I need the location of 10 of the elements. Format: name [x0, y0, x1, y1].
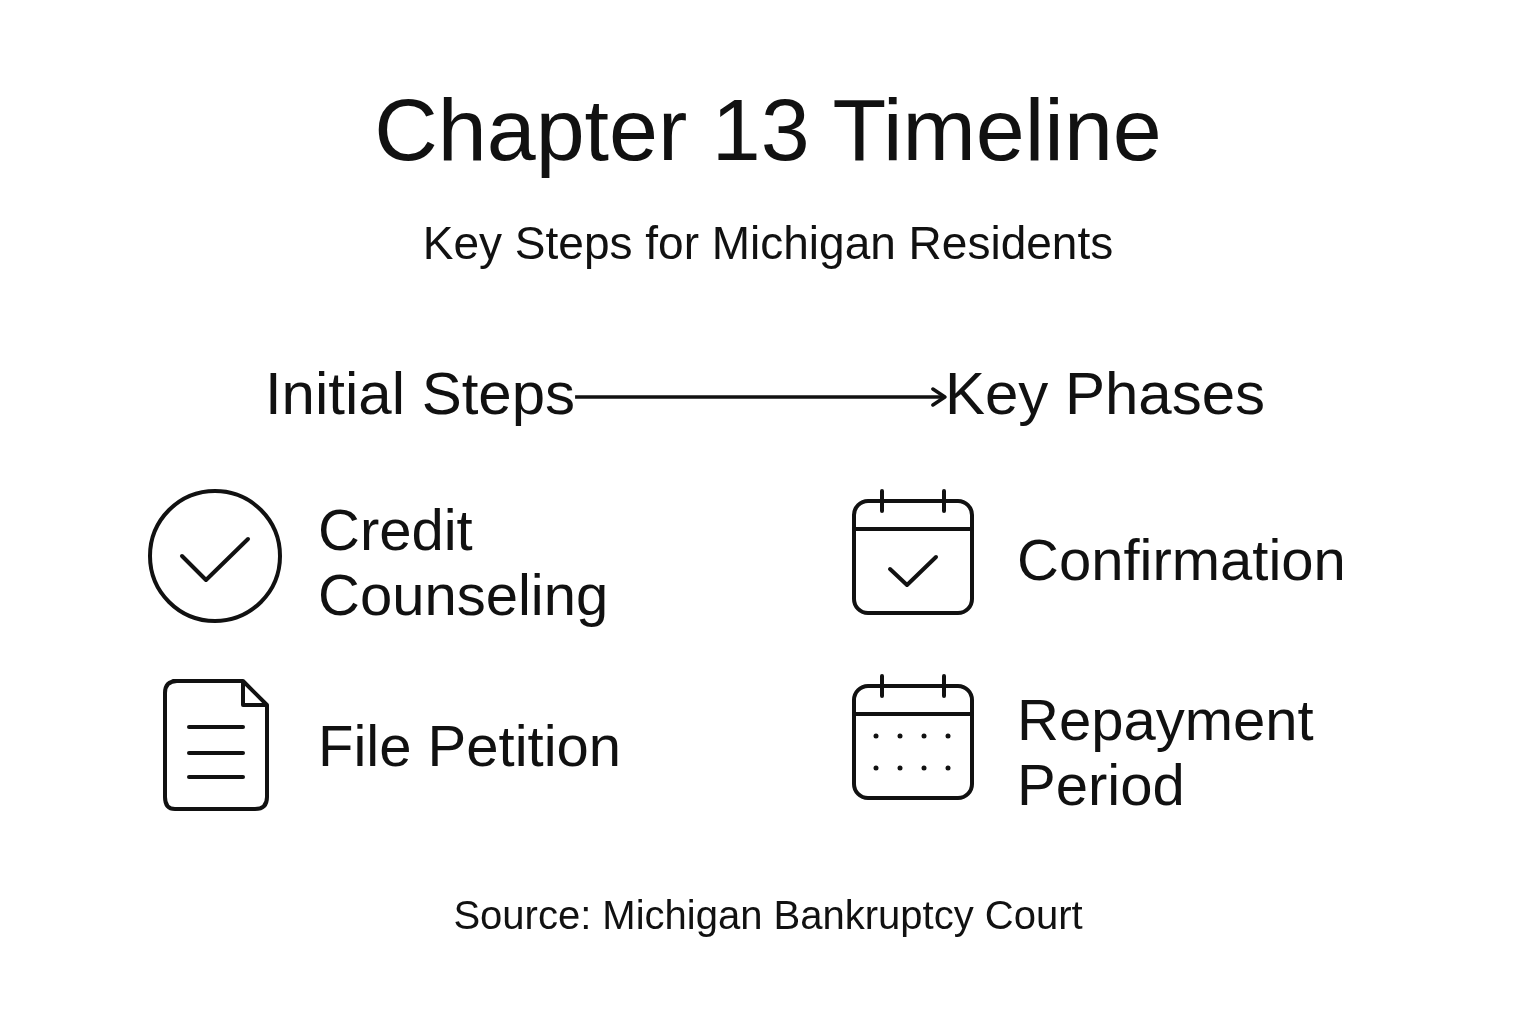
source-note: Source: Michigan Bankruptcy Court — [452, 892, 1084, 938]
step-text: File Petition — [318, 714, 623, 779]
arrow — [575, 387, 947, 407]
step-text: Repayment Period — [1017, 688, 1315, 818]
step-text: Confirmation — [1017, 528, 1347, 593]
subtitle: Key Steps for Michigan Residents — [421, 218, 1115, 270]
step-text: Credit Counseling — [318, 498, 610, 628]
heading-text: Initial Steps — [264, 358, 576, 430]
heading-text: Key Phases — [944, 358, 1266, 430]
title: Chapter 13 Timeline — [373, 82, 1163, 179]
